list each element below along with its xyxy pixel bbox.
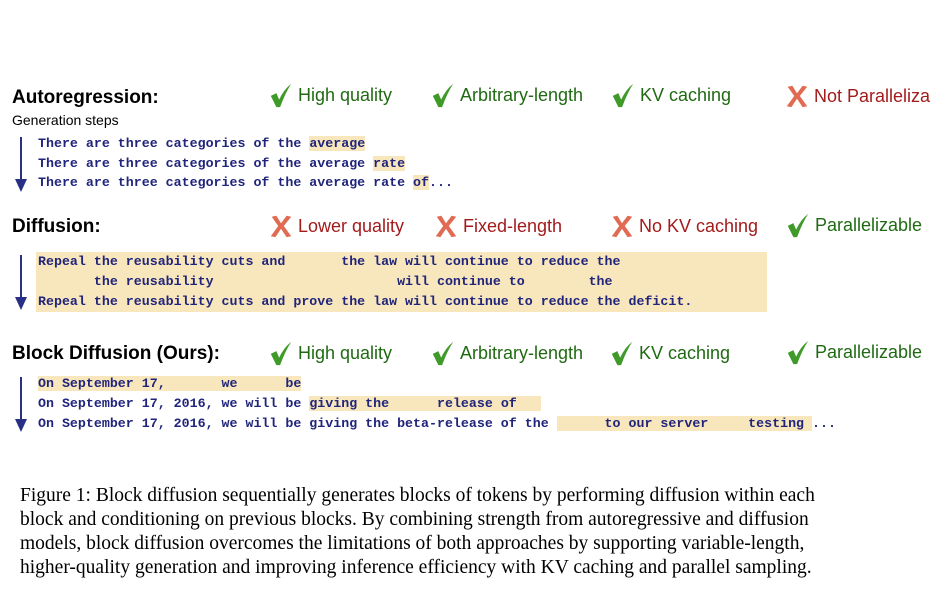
ar-line-2-new-token: rate <box>373 156 406 171</box>
diff-feature-parallelizable: Parallelizable <box>785 211 922 239</box>
bd-line-2-context: On September 17, 2016, we will be <box>38 396 310 411</box>
bd-line-2-block: giving the release of <box>309 396 541 411</box>
cross-icon <box>784 82 810 110</box>
diff-feature-lower-quality: Lower quality <box>268 212 404 240</box>
check-icon <box>609 339 635 367</box>
diffusion-title: Diffusion: <box>12 216 101 237</box>
arrow-down-icon <box>15 377 27 432</box>
bd-line-3-context: On September 17, 2016, we will be giving… <box>38 416 557 431</box>
feature-label: Arbitrary-length <box>460 84 584 105</box>
feature-label: Lower quality <box>298 215 405 236</box>
ar-line-1: There are three categories of the averag… <box>38 134 366 154</box>
feature-label: High quality <box>298 342 393 363</box>
diffusion-block-highlight <box>36 252 767 312</box>
feature-label: Parallelizable <box>815 341 923 362</box>
bd-feature-arbitrary-length: Arbitrary-length <box>430 339 583 367</box>
bd-line-3-ellipsis: ... <box>812 416 836 431</box>
caption-line: Figure 1: Block diffusion sequentially g… <box>20 485 815 506</box>
bd-line-2: On September 17, 2016, we will be giving… <box>38 394 541 414</box>
bd-line-1-block: On September 17, we be <box>38 376 302 391</box>
check-icon <box>268 81 294 109</box>
ar-line-3-new-token: of <box>413 175 430 190</box>
cross-icon <box>268 212 294 240</box>
arrow-down-icon <box>15 255 27 310</box>
diff-line-1: Repeal the reusability cuts and the law … <box>38 254 693 269</box>
bd-line-3: On September 17, 2016, we will be giving… <box>38 414 836 434</box>
ar-line-3: There are three categories of the averag… <box>38 173 453 193</box>
feature-label: Fixed-length <box>463 215 563 236</box>
diff-feature-no-kv-caching: No KV caching <box>609 212 758 240</box>
check-icon <box>430 339 456 367</box>
check-icon <box>785 211 811 239</box>
ar-line-2: There are three categories of the averag… <box>38 154 406 174</box>
figure-caption: Figure 1: Block diffusion sequentially g… <box>20 484 815 580</box>
ar-line-3-text: There are three categories of the averag… <box>38 175 414 190</box>
check-icon <box>268 339 294 367</box>
feature-label: Parallelizable <box>815 214 923 235</box>
ar-feature-high-quality: High quality <box>268 81 392 109</box>
diff-line-2: the reusability will continue to the <box>38 274 693 289</box>
caption-line: higher-quality generation and improving … <box>20 557 812 578</box>
ar-feature-kv-caching: KV caching <box>610 81 731 109</box>
bd-line-1: On September 17, we be <box>38 374 302 394</box>
ar-line-1-text: There are three categories of the <box>38 136 310 151</box>
diff-line-3: Repeal the reusability cuts and prove th… <box>38 294 693 309</box>
ar-line-3-ellipsis: ... <box>429 175 453 190</box>
check-icon <box>430 81 456 109</box>
cross-icon <box>433 212 459 240</box>
caption-line: models, block diffusion overcomes the li… <box>20 533 805 554</box>
block-diffusion-title: Block Diffusion (Ours): <box>12 343 220 364</box>
feature-label: High quality <box>298 84 393 105</box>
check-icon <box>785 338 811 366</box>
feature-label: KV caching <box>639 342 731 363</box>
bd-line-3-block: to our server testing <box>556 416 813 431</box>
feature-label: No KV caching <box>639 215 759 236</box>
ar-feature-not-parallelizable: Not Paralleliza <box>784 82 930 110</box>
bd-feature-kv-caching: KV caching <box>609 339 730 367</box>
feature-label: Arbitrary-length <box>460 342 584 363</box>
cross-icon <box>609 212 635 240</box>
generation-steps-label: Generation steps <box>12 112 119 128</box>
ar-line-1-new-token: average <box>309 136 366 151</box>
ar-line-2-text: There are three categories of the averag… <box>38 156 374 171</box>
feature-label: Not Paralleliza <box>814 85 930 106</box>
diff-feature-fixed-length: Fixed-length <box>433 212 562 240</box>
feature-label: KV caching <box>640 84 732 105</box>
ar-feature-arbitrary-length: Arbitrary-length <box>430 81 583 109</box>
autoregression-title: Autoregression: <box>12 87 159 108</box>
bd-feature-high-quality: High quality <box>268 339 392 367</box>
arrow-down-icon <box>15 137 27 192</box>
caption-line: block and conditioning on previous block… <box>20 509 809 530</box>
bd-feature-parallelizable: Parallelizable <box>785 338 922 366</box>
check-icon <box>610 81 636 109</box>
